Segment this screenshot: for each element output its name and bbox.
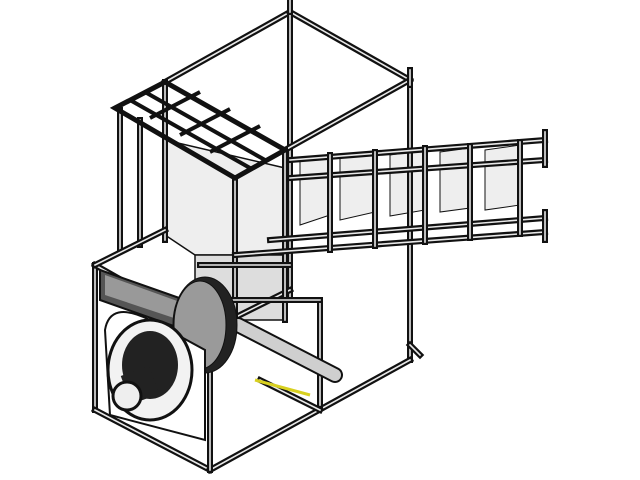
hopper-grid [109, 79, 291, 181]
frame-member [283, 78, 412, 152]
frame-member [234, 231, 546, 256]
frame-member [93, 228, 167, 267]
motor [111, 365, 160, 412]
frame-member [208, 358, 412, 472]
frame-member [288, 10, 412, 82]
blower-fan [99, 268, 238, 442]
frame-member [163, 10, 292, 84]
accent-stripe [254, 378, 311, 397]
pipe-body [232, 319, 341, 381]
frame-member [408, 343, 422, 357]
frame-member [93, 408, 212, 472]
frame-member [269, 217, 546, 241]
